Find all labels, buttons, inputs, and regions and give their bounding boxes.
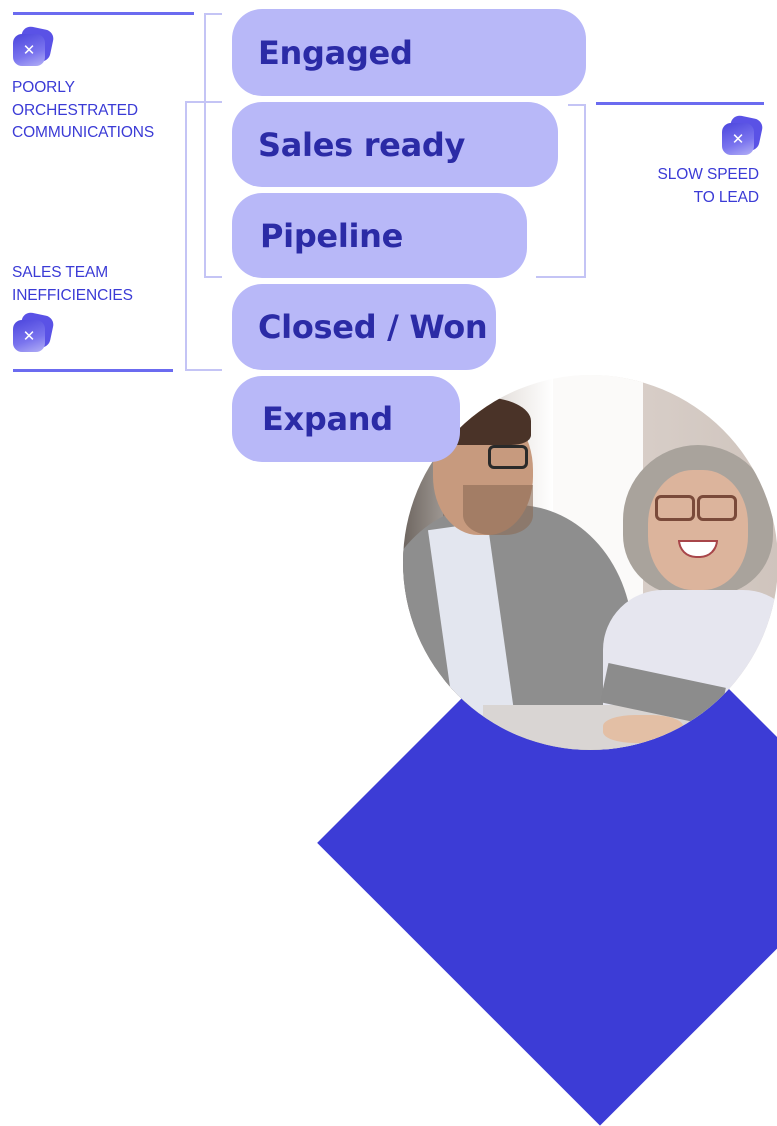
stage-expand: Expand [232, 376, 460, 462]
team-photo [403, 375, 777, 750]
stage-engaged: Engaged [232, 9, 586, 96]
x-icon: ✕ [12, 25, 55, 67]
stage-label: Expand [262, 400, 393, 438]
x-icon: ✕ [721, 114, 764, 156]
stage-label: Pipeline [260, 216, 404, 255]
accent-line-top-left [13, 12, 194, 15]
challenge-slow-speed: SLOW SPEED TO LEAD [657, 166, 760, 206]
stage-pipeline: Pipeline [232, 193, 527, 278]
accent-line-bottom-left [13, 369, 173, 372]
stage-label: Closed / Won [258, 308, 488, 346]
stage-label: Engaged [258, 33, 413, 72]
challenge-sales-team: SALES TEAM INEFFICIENCIES [12, 264, 133, 304]
accent-line-right [596, 102, 764, 105]
stage-closed-won: Closed / Won [232, 284, 496, 370]
challenge-poorly-orchestrated: POORLY ORCHESTRATED COMMUNICATIONS [12, 79, 155, 141]
x-icon: ✕ [12, 311, 55, 353]
stage-label: Sales ready [258, 125, 466, 164]
stage-sales-ready: Sales ready [232, 102, 558, 187]
